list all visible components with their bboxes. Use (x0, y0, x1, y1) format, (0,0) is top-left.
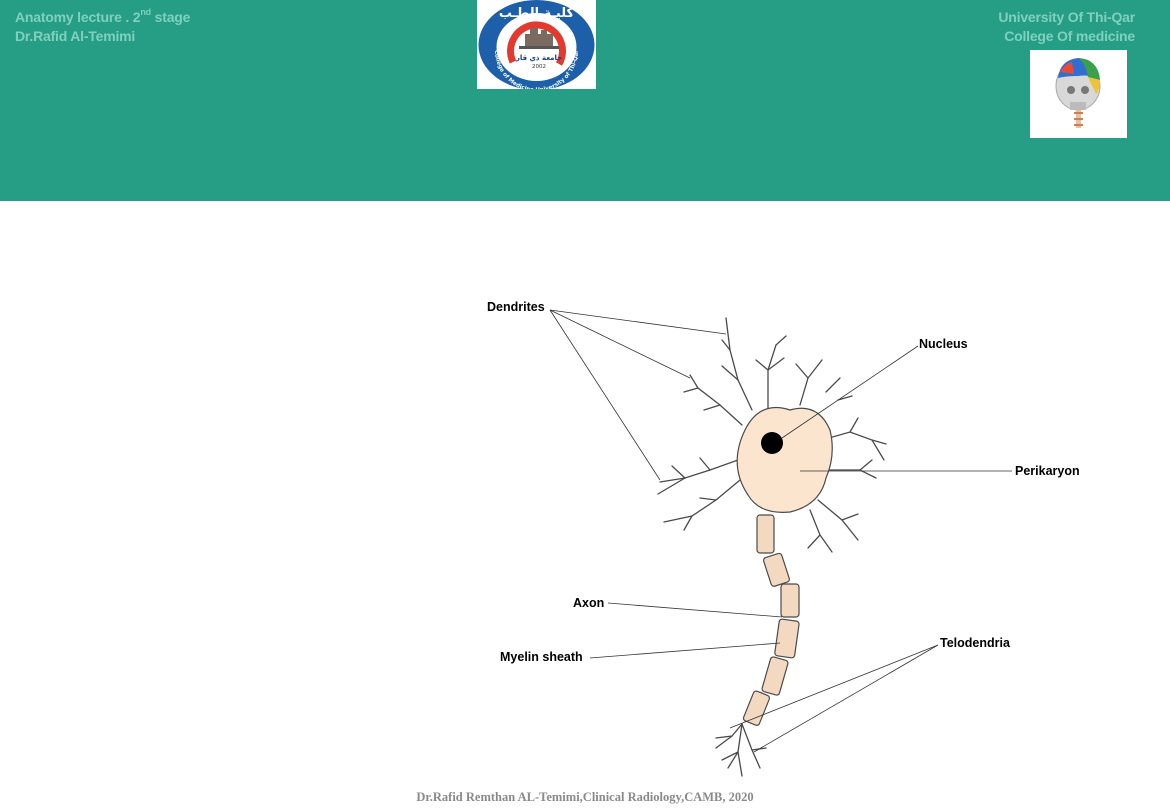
college-name: College Of medicine (1004, 28, 1135, 44)
crescent-icon (507, 21, 566, 66)
myelin-segments (742, 514, 800, 726)
logo-year: 2002 (532, 64, 546, 70)
lecture-title: Anatomy lecture . 2nd stage (15, 7, 191, 25)
building-icon (525, 34, 553, 48)
college-logo: كليـة الطـب جامعة ذي قار 2002 College of… (477, 0, 596, 94)
logo-arabic-sub: جامعة ذي قار (515, 54, 562, 62)
dendrite-branches (657, 317, 887, 553)
label-telodendria: Telodendria (940, 636, 1011, 650)
label-myelin-sheath: Myelin sheath (500, 650, 583, 664)
header-banner: Anatomy lecture . 2nd stage Dr.Rafid Al-… (0, 0, 1170, 201)
institution-info: University Of Thi-Qar College Of medicin… (998, 8, 1135, 46)
telodendria-branches (715, 723, 767, 777)
label-axon: Axon (573, 596, 604, 610)
perikaryon-body (736, 406, 833, 513)
logo-arabic-title: كليـة الطـب (499, 6, 575, 21)
university-name: University Of Thi-Qar (998, 9, 1135, 25)
lecturer-name: Dr.Rafid Al-Temimi (15, 28, 136, 44)
label-dendrites: Dendrites (487, 300, 545, 314)
brain-skull-image (1030, 50, 1127, 138)
lecture-info: Anatomy lecture . 2nd stage Dr.Rafid Al-… (15, 8, 190, 46)
leader-lines (549, 309, 1012, 753)
nucleus-dot (761, 432, 783, 454)
label-perikaryon: Perikaryon (1015, 464, 1080, 478)
label-nucleus: Nucleus (919, 337, 968, 351)
footer-credit: Dr.Rafid Remthan AL-Temimi,Clinical Radi… (416, 790, 754, 804)
